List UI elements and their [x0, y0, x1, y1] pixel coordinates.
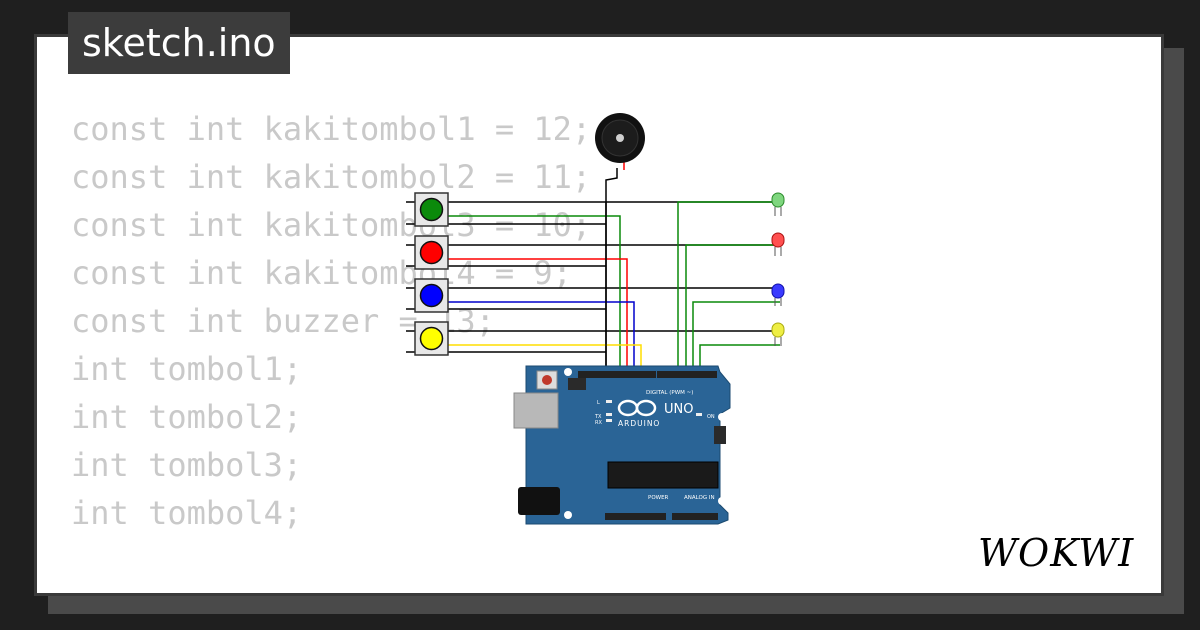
led-wire-3: [692, 301, 780, 372]
signal-wire-red: [448, 258, 628, 372]
push-button-red: [414, 235, 449, 270]
led-wire-4: [699, 344, 780, 372]
code-line: void setup() {: [71, 585, 591, 593]
code-background: const int kakitombol1 = 12; const int kak…: [71, 105, 592, 593]
on-label: ON: [707, 414, 715, 420]
digital-header-left: [578, 371, 656, 378]
code-line: const int kakitombol1 = 12;: [71, 110, 592, 148]
sketch-title: sketch.ino: [68, 12, 290, 74]
push-button-blue: [414, 278, 449, 313]
usb-port: [513, 392, 559, 429]
board-brand: ARDUINO: [618, 419, 660, 428]
power-label: POWER: [648, 495, 669, 501]
wires: [406, 160, 780, 372]
code-line: int tombol1;: [71, 350, 303, 388]
digital-label: DIGITAL (PWM ~): [646, 390, 693, 396]
arduino-uno-board: UNO ARDUINO DIGITAL (PWM ~) POWER ANALOG…: [513, 365, 731, 525]
power-jack: [518, 487, 560, 515]
atmega-chip: [607, 461, 719, 489]
led-red: [771, 232, 785, 256]
signal-wire-yellow: [448, 344, 642, 372]
buzzer: [595, 113, 645, 163]
signal-wire-blue: [448, 301, 635, 372]
l-label: L: [597, 400, 600, 406]
led-wire-2: [685, 244, 780, 372]
code-line: const int kakitombol2 = 11;: [71, 158, 592, 196]
analog-label: ANALOG IN: [684, 495, 715, 501]
code-line: int tombol3;: [71, 446, 303, 484]
analog-header: [672, 513, 718, 520]
digital-header-right: [657, 371, 717, 378]
led-yellow: [771, 322, 785, 346]
rx-label: RX: [595, 420, 602, 426]
led-wire-1: [677, 201, 780, 372]
led-green: [771, 192, 785, 216]
power-header: [605, 513, 666, 520]
board-model: UNO: [664, 402, 693, 417]
led-blue: [771, 283, 785, 306]
wokwi-logo: WOKWI: [978, 531, 1134, 575]
code-line: int tombol2;: [71, 398, 303, 436]
signal-wire-green: [448, 215, 621, 372]
buzzer-wire: [605, 168, 618, 372]
wokwi-logo-text: WOKWI: [978, 531, 1134, 575]
tx-label: TX: [594, 414, 602, 420]
code-line: int tombol4;: [71, 494, 303, 532]
push-button-green: [414, 192, 449, 227]
arduino-logo: [617, 399, 657, 417]
push-button-yellow: [414, 321, 449, 356]
